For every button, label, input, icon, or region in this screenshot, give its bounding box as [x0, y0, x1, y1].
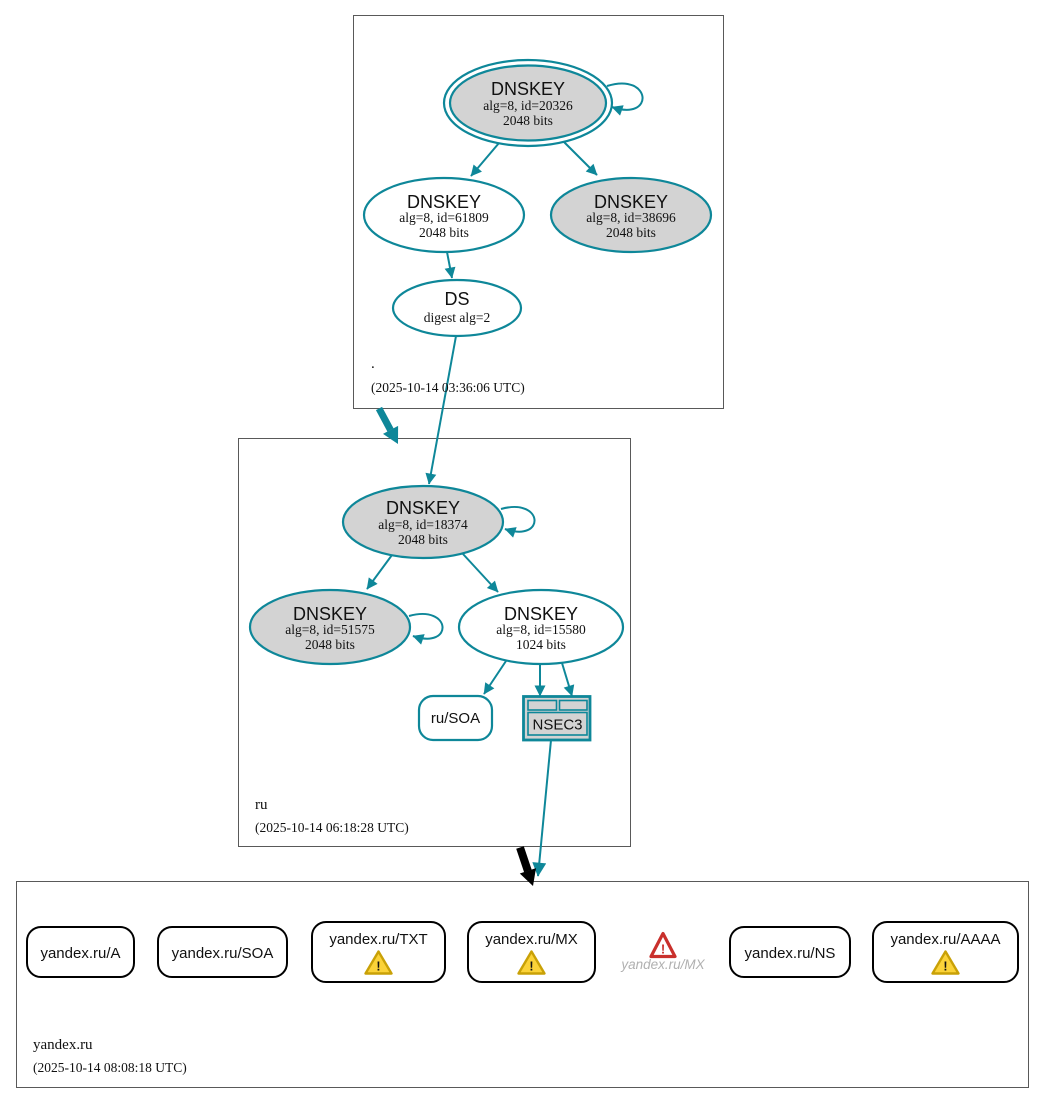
- dnskey-51575-node: DNSKEY alg=8, id=51575 2048 bits: [248, 588, 412, 666]
- edge-key51575-self-sign: [408, 613, 444, 645]
- warning-triangle: [364, 950, 393, 975]
- dnskey-18374-node: DNSKEY alg=8, id=18374 2048 bits: [341, 484, 505, 560]
- edge-zsk15580-to-soa: [483, 660, 507, 695]
- warning-triangle: [517, 950, 546, 975]
- delegation-arrow-head: [383, 425, 399, 444]
- rrset-yandex-aaaa-node: yandex.ru/AAAA !: [872, 921, 1019, 983]
- dnskey-18374-meta: alg=8, id=18374: [378, 517, 468, 532]
- dnskey-20326-meta: alg=8, id=20326: [483, 98, 573, 113]
- edge-zsk61809-to-ds: [444, 251, 456, 279]
- rrset-yandex-mx-error-node: ! yandex.ru/MX: [620, 931, 706, 972]
- warning-exclamation: !: [943, 960, 947, 974]
- edge-ksk18374-to-zsk15580: [462, 553, 499, 593]
- edge-ksk20326-to-zsk61809: [470, 142, 500, 177]
- dnskey-18374-bits: 2048 bits: [398, 532, 448, 547]
- warning-exclamation: !: [376, 960, 380, 974]
- dnskey-15580-node: DNSKEY alg=8, id=15580 1024 bits: [457, 588, 625, 666]
- delegation-arrow-head: [519, 868, 536, 886]
- dnskey-20326-title: DNSKEY: [491, 79, 565, 99]
- dnskey-51575-ellipse: [248, 588, 412, 666]
- ru-zone-label: ru: [255, 797, 268, 813]
- nsec3-label: NSEC3: [532, 717, 582, 734]
- ru-soa-label: ru/SOA: [431, 710, 480, 727]
- warning-exclamation: !: [529, 960, 533, 974]
- rrset-yandex-soa-label: yandex.ru/SOA: [172, 945, 274, 962]
- rrset-yandex-txt-node: yandex.ru/TXT !: [311, 921, 446, 983]
- dnskey-15580-bits: 1024 bits: [516, 637, 566, 652]
- ru-zone-timestamp: (2025-10-14 06:18:28 UTC): [255, 820, 409, 835]
- warning-icon: !: [931, 950, 960, 975]
- edge-ru-ksk-self-sign: [500, 506, 536, 538]
- ds-title: DS: [444, 289, 469, 309]
- root-zone-label: .: [371, 356, 375, 372]
- rrset-yandex-mx-error-label: yandex.ru/MX: [620, 957, 705, 972]
- dnskey-15580-ellipse: [457, 588, 625, 666]
- dnskey-38696-title: DNSKEY: [594, 192, 668, 212]
- delegation-arrow-shaft: [516, 846, 532, 873]
- dnskey-61809-title: DNSKEY: [407, 192, 481, 212]
- dnskey-20326-node: DNSKEY alg=8, id=20326 2048 bits: [442, 58, 614, 148]
- warning-icon: !: [517, 950, 546, 975]
- error-exclamation: !: [661, 942, 665, 957]
- dnskey-61809-bits: 2048 bits: [419, 225, 469, 240]
- dnskey-61809-meta: alg=8, id=61809: [399, 210, 489, 225]
- rrset-yandex-soa-rect: [157, 926, 288, 978]
- dnskey-51575-title: DNSKEY: [293, 604, 367, 624]
- edge-zsk15580-to-nsec3-right: [561, 662, 575, 697]
- dnskey-38696-node: DNSKEY alg=8, id=38696 2048 bits: [549, 176, 713, 254]
- dnskey-61809-node: DNSKEY alg=8, id=61809 2048 bits: [362, 176, 526, 254]
- dnskey-15580-meta: alg=8, id=15580: [496, 622, 586, 637]
- rrset-yandex-ns-label: yandex.ru/NS: [745, 945, 836, 962]
- rrset-yandex-soa-node: yandex.ru/SOA: [157, 926, 288, 978]
- edge-nsec3-to-yandex-zone: [532, 739, 552, 877]
- yandex-zone-box: [16, 881, 1029, 1088]
- dnskey-20326-inner-ring: [448, 64, 608, 142]
- error-icon: !: [649, 931, 677, 959]
- dnskey-38696-meta: alg=8, id=38696: [586, 210, 676, 225]
- dnskey-20326-bits: 2048 bits: [503, 113, 553, 128]
- dnskey-38696-ellipse: [549, 176, 713, 254]
- error-triangle: [649, 931, 677, 959]
- rrset-yandex-aaaa-label: yandex.ru/AAAA: [890, 931, 1000, 948]
- dnskey-18374-title: DNSKEY: [386, 498, 460, 518]
- ru-soa-node: ru/SOA: [417, 694, 494, 742]
- nsec3-label-cell: [527, 711, 588, 736]
- rrset-yandex-ns-rect: [729, 926, 851, 978]
- nsec3-node: NSEC3: [522, 695, 592, 742]
- delegation-arrow-shaft: [375, 406, 394, 432]
- secure-delegation-arrow-root-to-ru: [375, 406, 399, 444]
- insecure-delegation-arrow-ru-to-yandex: [516, 846, 536, 886]
- dnskey-51575-meta: alg=8, id=51575: [285, 622, 375, 637]
- ds-node: DS digest alg=2: [391, 278, 523, 338]
- dnskey-61809-ellipse: [362, 176, 526, 254]
- rrset-yandex-ns-node: yandex.ru/NS: [729, 926, 851, 978]
- nsec3-cell-left: [527, 699, 558, 711]
- rrset-yandex-a-label: yandex.ru/A: [40, 945, 120, 962]
- rrset-yandex-a-rect: [26, 926, 135, 978]
- edge-ksk20326-to-key38696: [562, 140, 598, 176]
- warning-icon: !: [364, 950, 393, 975]
- dnskey-18374-ellipse: [341, 484, 505, 560]
- root-zone-box: [353, 15, 724, 409]
- edge-ds-to-ru-ksk: [425, 335, 457, 485]
- ru-soa-rect: [417, 694, 494, 742]
- warning-triangle: [931, 950, 960, 975]
- rrset-yandex-mx-label: yandex.ru/MX: [485, 931, 578, 948]
- rrset-yandex-mx-node: yandex.ru/MX !: [467, 921, 596, 983]
- ds-meta: digest alg=2: [424, 310, 490, 325]
- dnskey-51575-bits: 2048 bits: [305, 637, 355, 652]
- ds-ellipse: [391, 278, 523, 338]
- rrset-yandex-txt-label: yandex.ru/TXT: [329, 931, 427, 948]
- dnskey-38696-bits: 2048 bits: [606, 225, 656, 240]
- root-zone-timestamp: (2025-10-14 03:36:06 UTC): [371, 380, 525, 395]
- dnskey-15580-title: DNSKEY: [504, 604, 578, 624]
- yandex-zone-timestamp: (2025-10-14 08:08:18 UTC): [33, 1060, 187, 1075]
- nsec3-cell-right: [558, 699, 588, 711]
- ru-zone-box: [238, 438, 631, 847]
- edge-ksk18374-to-key51575: [366, 554, 393, 590]
- edge-root-ksk-self-sign: [606, 82, 644, 116]
- yandex-zone-label: yandex.ru: [33, 1037, 93, 1053]
- rrset-yandex-a-node: yandex.ru/A: [26, 926, 135, 978]
